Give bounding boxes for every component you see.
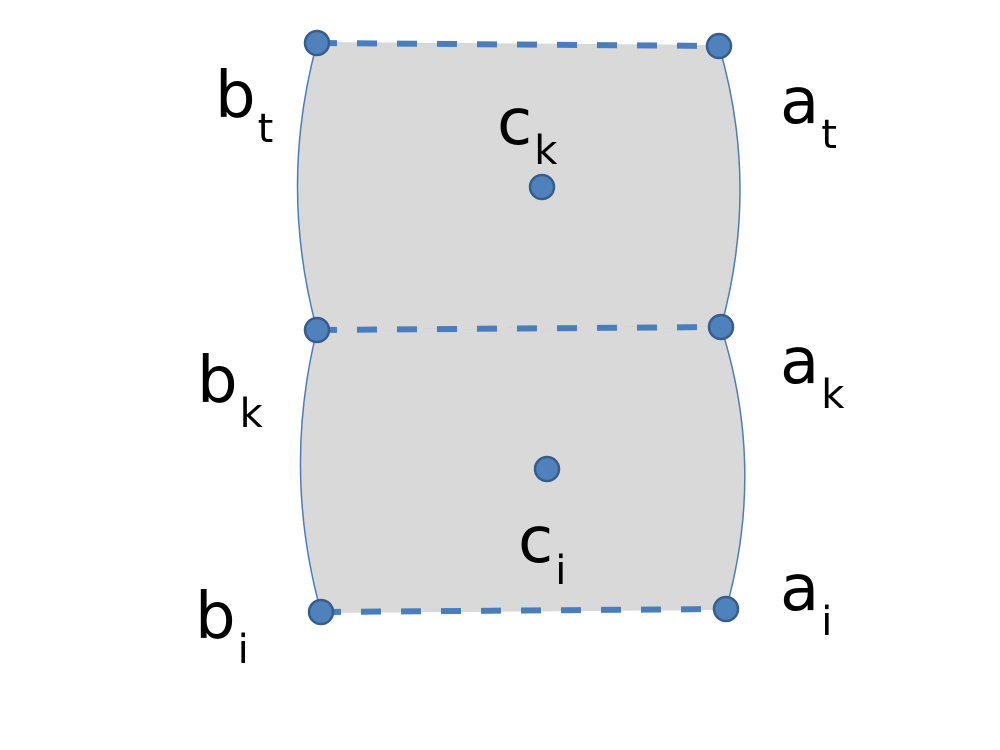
point-b-k — [303, 316, 331, 344]
label-b-i: bi — [195, 580, 249, 673]
top-dashed-edge — [316, 40, 720, 49]
point-a-k — [707, 313, 735, 341]
label-c-k: ck — [497, 86, 558, 174]
label-a-t: at — [780, 65, 837, 158]
label-c-i: ci — [518, 504, 566, 594]
middle-dashed-edge — [316, 324, 722, 333]
point-c-i — [533, 455, 561, 483]
point-a-i — [712, 595, 740, 623]
label-b-k: bk — [197, 344, 264, 437]
point-c-k — [528, 173, 556, 201]
point-b-t — [303, 29, 331, 57]
point-b-i — [307, 598, 335, 626]
label-a-k: ak — [780, 325, 845, 418]
label-b-t: bt — [215, 59, 273, 152]
bottom-dashed-edge — [320, 606, 727, 615]
label-a-i: ai — [780, 552, 832, 645]
point-a-t — [705, 32, 733, 60]
